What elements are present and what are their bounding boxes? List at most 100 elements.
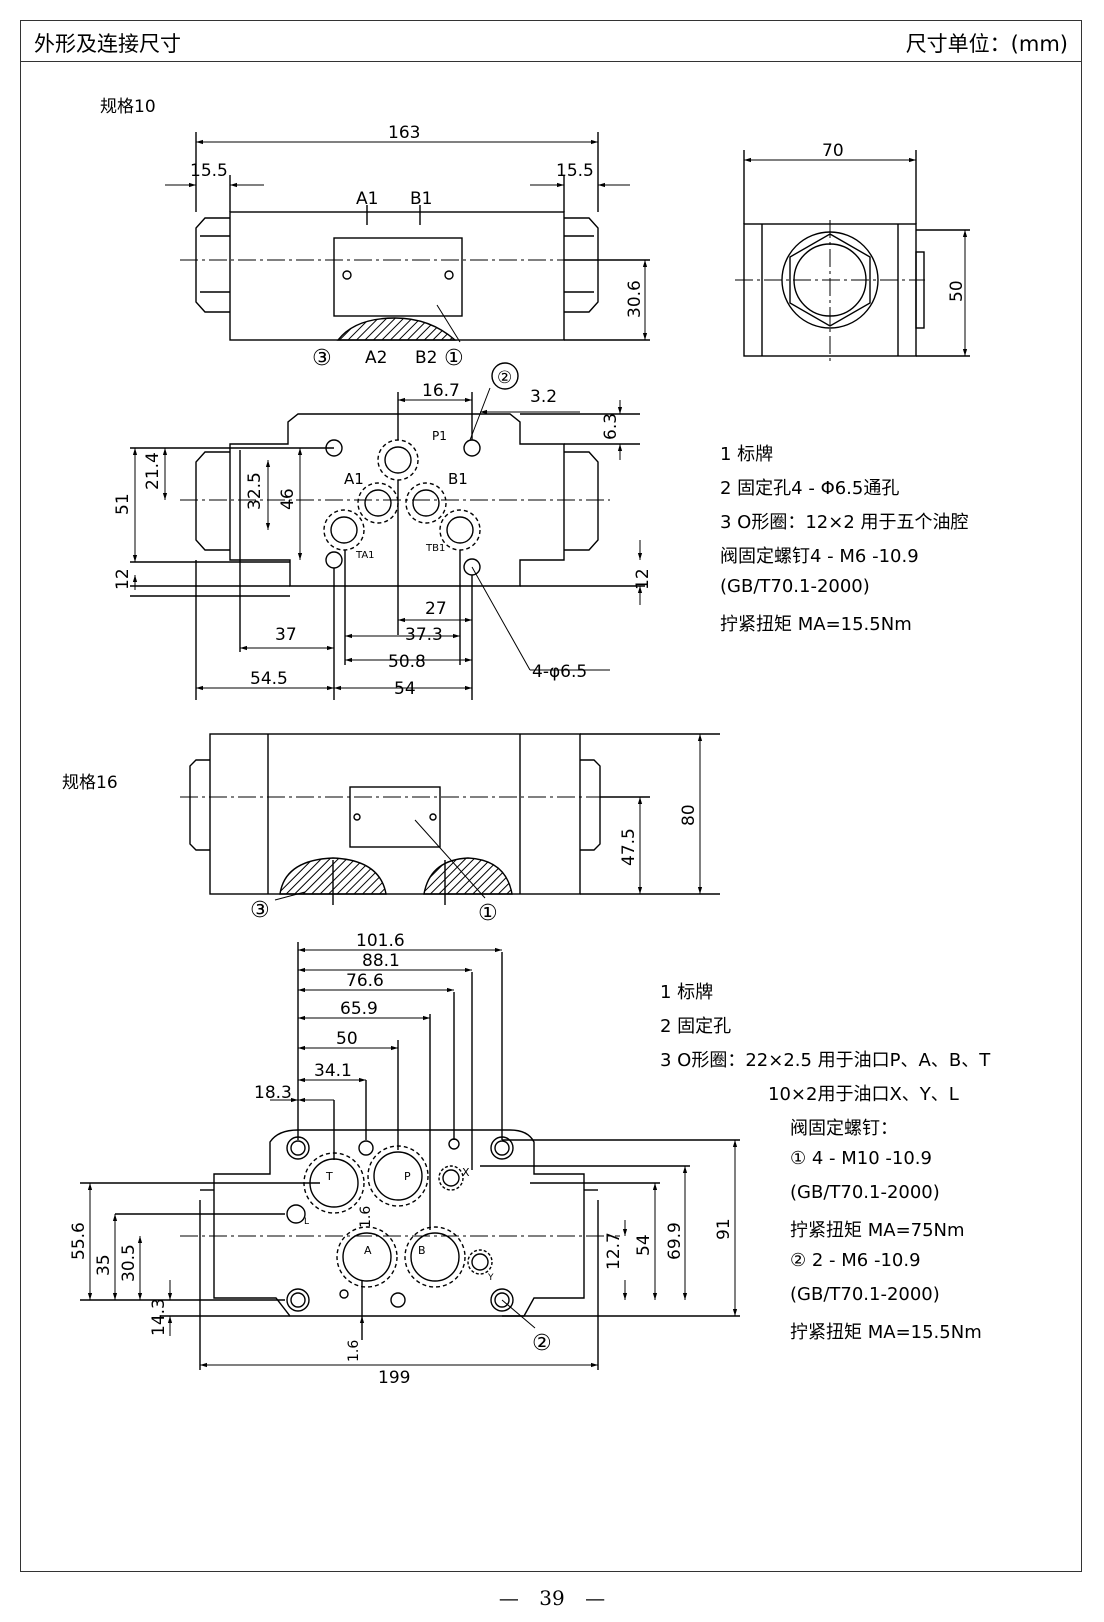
spec16-note-3: 3 O形圈：22×2.5 用于油口P、A、B、T [660,1050,991,1071]
spec10-dim-46: 46 [278,488,298,510]
spec16-note-10: (GB/T70.1-2000) [790,1284,940,1305]
spec10-callout-1: ① [444,346,464,371]
header-unit: 尺寸单位：(mm) [905,32,1068,56]
spec16-dim-101-6: 101.6 [356,931,405,951]
spec10-bottom-view [130,387,645,700]
spec16-callout-1: ① [478,901,498,926]
spec16-note-4: 10×2用于油口X、Y、L [768,1084,959,1105]
spec16-note-6: ① 4 - M10 -10.9 [790,1148,932,1169]
spec10-dim-12-right: 12 [633,568,653,590]
spec16-note-11: 拧紧扭矩 MA=15.5Nm [790,1322,982,1343]
spec10-callout-2-ring [491,362,519,390]
spec16-dim-91: 91 [714,1218,734,1240]
spec16-dim-80: 80 [679,804,699,826]
spec16-dim-1-6-a: 1.6 [358,1206,374,1228]
page-number-dash-right: — [585,1586,606,1610]
spec16-dim-12-7: 12.7 [604,1232,624,1270]
spec16-dim-47-5: 47.5 [619,828,639,866]
spec16-port-X: X [462,1166,470,1179]
spec10-port-P1: P1 [432,429,447,443]
header-title: 外形及连接尺寸 [34,32,181,56]
spec10-note-4: 阀固定螺钉4 - M6 -10.9 [720,546,919,567]
spec16-dim-65-9: 65.9 [340,999,378,1019]
spec16-port-Y: Y [487,1273,494,1283]
spec10-dim-54: 54 [394,679,416,699]
spec10-dim-27: 27 [425,599,447,619]
spec10-dim-21-4: 21.4 [143,452,163,490]
spec10-port-B2: B2 [415,348,437,368]
spec16-dim-69-9: 69.9 [665,1222,685,1260]
spec10-dim-163: 163 [388,123,420,143]
spec16-callout-3: ③ [250,898,270,923]
spec10-dim-12-left: 12 [113,568,133,590]
spec16-dim-54: 54 [634,1234,654,1256]
spec16-front-view [180,733,720,905]
spec16-note-9: ② 2 - M6 -10.9 [790,1250,921,1271]
spec10-dim-6-3: 6.3 [601,413,621,440]
spec10-bottom-B1: B1 [448,470,468,488]
spec16-note-2: 2 固定孔 [660,1016,732,1037]
spec10-label: 规格10 [100,97,156,117]
page-frame [20,20,1082,1572]
spec16-port-A: A [364,1244,372,1257]
spec10-dim-51: 51 [113,493,133,515]
spec16-note-5: 阀固定螺钉： [790,1118,898,1139]
spec10-note-1: 1 标牌 [720,444,774,465]
spec10-dim-32-5: 32.5 [245,472,265,510]
spec10-note-5: (GB/T70.1-2000) [720,576,870,597]
spec10-hole-label: 4-φ6.5 [532,662,587,682]
spec10-port-A2: A2 [365,348,387,368]
spec10-note-3: 3 O形圈：12×2 用于五个油腔 [720,512,969,533]
spec10-front-view [165,132,650,343]
header-bar: 外形及连接尺寸 尺寸单位：(mm) [20,20,1082,62]
spec16-nameplate [349,786,441,848]
spec16-dim-199: 199 [378,1368,410,1388]
spec10-dim-54-5: 54.5 [250,669,288,689]
spec16-dim-18-3: 18.3 [254,1083,292,1103]
spec16-dim-14-3: 14.3 [149,1298,169,1336]
page-number-dash-left: — [498,1586,519,1610]
spec16-label: 规格16 [62,773,118,793]
spec10-note-2: 2 固定孔4 - Φ6.5通孔 [720,478,900,499]
spec10-dim-37: 37 [275,625,297,645]
spec16-dim-35: 35 [94,1254,114,1276]
spec10-dim-50: 50 [947,280,967,302]
spec10-nameplate [333,237,463,317]
spec10-dim-70: 70 [822,141,844,161]
spec16-bottom-view [80,942,740,1370]
spec10-dim-37-3: 37.3 [405,625,443,645]
spec10-port-A1: A1 [356,189,378,209]
spec10-dim-15-5-left: 15.5 [190,161,228,181]
spec16-bottom-body [213,1129,585,1317]
spec16-note-8: 拧紧扭矩 MA=75Nm [790,1220,965,1241]
spec16-dim-88-1: 88.1 [362,951,400,971]
spec10-note-6: 拧紧扭矩 MA=15.5Nm [720,614,912,635]
spec10-dim-15-5-right: 15.5 [556,161,594,181]
page-number: 39 [539,1586,565,1610]
spec10-port-B1: B1 [410,189,432,209]
spec10-port-TA1: TA1 [355,550,375,561]
spec16-dim-1-6-b: 1.6 [346,1340,362,1362]
spec16-dim-76-6: 76.6 [346,971,384,991]
spec10-dim-16-7: 16.7 [422,381,460,401]
spec10-front-left-nut [195,217,230,313]
spec16-port-L: L [304,1217,309,1227]
spec10-port-TB1: TB1 [425,543,445,554]
spec10-front-right-nut [564,217,599,313]
spec16-note-7: (GB/T70.1-2000) [790,1182,940,1203]
spec10-bottom-A1: A1 [344,470,364,488]
spec16-dim-55-6: 55.6 [69,1222,89,1260]
spec10-callout-3: ③ [312,346,332,371]
spec16-port-B: B [418,1244,426,1257]
spec16-front-body [209,733,581,895]
page-number-row: — 39 — [0,1586,1104,1610]
spec10-dim-30-6: 30.6 [625,280,645,318]
spec16-dim-34-1: 34.1 [314,1061,352,1081]
spec10-callout-2: ② [497,368,512,388]
spec16-dim-50: 50 [336,1029,358,1049]
spec10-dim-3-2: 3.2 [530,387,557,407]
spec16-port-T: T [325,1170,333,1183]
spec16-note-1: 1 标牌 [660,982,714,1003]
spec16-dim-30-5: 30.5 [119,1244,139,1282]
